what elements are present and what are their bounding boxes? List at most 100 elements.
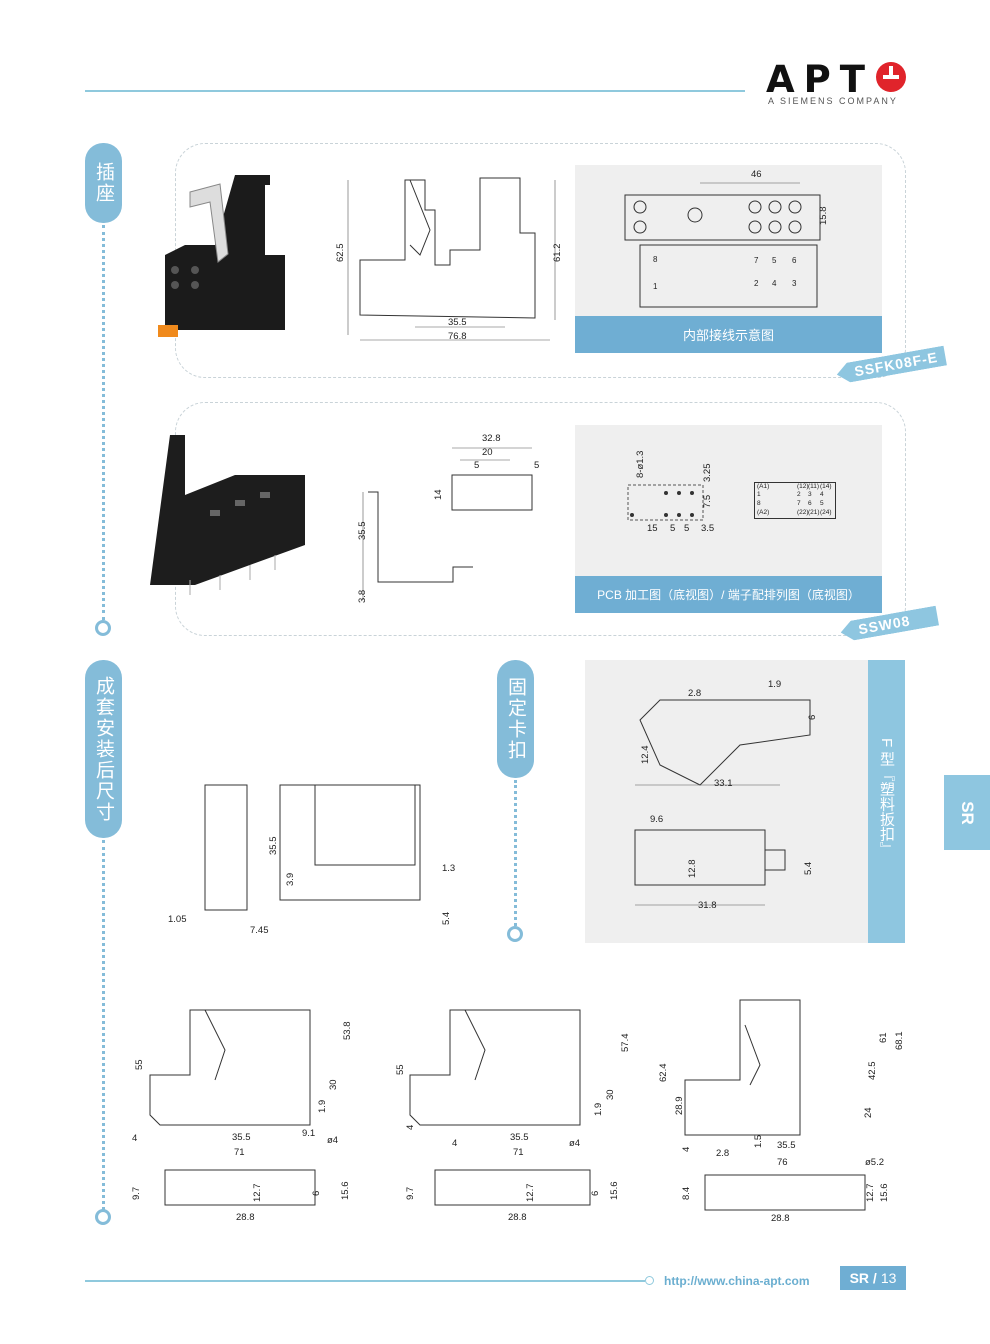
wiring-caption: 内部接线示意图 xyxy=(575,316,882,353)
dimension-label: 4 xyxy=(452,1138,458,1149)
dimension-label: 1.3 xyxy=(442,863,456,874)
dimension-label: 12.7 xyxy=(252,1183,263,1203)
logo-tagline: A SIEMENS COMPANY xyxy=(768,96,898,106)
wiring-terminal-number: 6 xyxy=(792,256,797,265)
dimension-label: 31.8 xyxy=(698,900,717,911)
dimension-label: 5 xyxy=(534,460,540,471)
dimension-label: 28.9 xyxy=(674,1096,685,1116)
pcb-terminal-label: 8 xyxy=(757,500,761,507)
dimension-label: 62.5 xyxy=(335,243,346,263)
dimension-label: 68.1 xyxy=(894,1031,905,1051)
dimension-label: 57.4 xyxy=(620,1033,631,1053)
dimension-label: 33.1 xyxy=(714,778,733,789)
dimension-label: 35.5 xyxy=(510,1132,529,1143)
side-tab-sr[interactable]: SR xyxy=(944,775,990,850)
pcb-terminal-label: 2 xyxy=(797,491,801,498)
pcb-terminal-label: 5 xyxy=(820,500,824,507)
assembly-drawing xyxy=(204,784,421,911)
socket-side-drawing xyxy=(347,177,556,341)
clip-panel xyxy=(585,660,868,943)
dimension-label: 5 xyxy=(474,460,480,471)
dimension-label: 9.1 xyxy=(302,1128,316,1139)
logo-mark-icon xyxy=(876,62,906,92)
ssw08-drawing xyxy=(362,447,533,600)
socket-photo-ssfk08f-e xyxy=(158,175,285,337)
pcb-terminal-label: 4 xyxy=(820,491,824,498)
dimension-label: 35.5 xyxy=(777,1140,796,1151)
dimension-label: 71 xyxy=(513,1147,524,1158)
dimension-label: 62.4 xyxy=(658,1063,669,1083)
dimension-label: 61 xyxy=(878,1032,889,1043)
pcb-terminal-label: 3 xyxy=(808,491,812,498)
pcb-terminal-label: (11) xyxy=(808,483,820,490)
pcb-terminal-label: (A2) xyxy=(757,509,770,516)
pcb-terminal-label: 6 xyxy=(808,500,812,507)
dimension-label: 5.4 xyxy=(441,911,452,925)
dimension-label: 76 xyxy=(777,1157,788,1168)
timeline-end-icon xyxy=(95,620,111,636)
dimension-label: 5.4 xyxy=(803,861,814,875)
pcb-terminal-label: (22) xyxy=(797,509,809,516)
footer-rule xyxy=(85,1280,645,1282)
dimension-label: 15.6 xyxy=(609,1181,620,1201)
dimension-label: 28.8 xyxy=(771,1213,790,1224)
dimension-label: 14 xyxy=(433,489,444,500)
header-rule xyxy=(85,90,745,92)
clip-drawing xyxy=(634,699,811,906)
pcb-terminal-label: (A1) xyxy=(757,483,770,490)
footer-section: SR / xyxy=(849,1270,877,1286)
dimension-label: 5 xyxy=(684,523,690,534)
dimension-label: 1.9 xyxy=(768,679,782,690)
dimension-label: 42.5 xyxy=(867,1061,878,1081)
footer-url[interactable]: http://www.china-apt.com xyxy=(664,1274,810,1288)
dimension-label: 15.8 xyxy=(818,206,829,226)
page-number: 13 xyxy=(880,1270,897,1286)
dimension-label: 9.7 xyxy=(131,1186,142,1200)
dimension-label: 3.9 xyxy=(285,872,296,886)
dimension-label: 24 xyxy=(863,1107,874,1118)
timeline-end-icon xyxy=(507,926,523,942)
dimension-label: ø5.2 xyxy=(865,1157,885,1168)
pcb-caption: PCB 加工图（底视图）/ 端子配排列图（底视图） xyxy=(575,576,882,613)
dimension-label: 15.6 xyxy=(340,1181,351,1201)
dimension-label: 55 xyxy=(134,1059,145,1070)
pcb-terminal-label: (24) xyxy=(820,509,832,516)
pcb-terminal-label: (12) xyxy=(797,483,809,490)
timeline-end-icon xyxy=(95,1209,111,1225)
dimension-label: 28.8 xyxy=(236,1212,255,1223)
side-tab-label: SR xyxy=(958,800,977,825)
dimension-label: 30 xyxy=(328,1079,339,1090)
dimension-label: 12.8 xyxy=(687,859,698,879)
dimension-label: 4 xyxy=(405,1124,416,1130)
pcb-drawing xyxy=(627,484,704,521)
dimension-label: 61.2 xyxy=(552,243,563,263)
wiring-terminal-number: 3 xyxy=(792,279,797,288)
dimension-label: 20 xyxy=(482,447,493,458)
dimension-label: 4 xyxy=(132,1133,138,1144)
dimension-label: 32.8 xyxy=(482,433,501,444)
section-label-assembly: 成套安装后尺寸 xyxy=(85,660,122,838)
pcb-terminal-label: (14) xyxy=(820,483,832,490)
timeline-dots xyxy=(514,780,517,926)
dimension-label: 7.5 xyxy=(702,494,713,508)
pcb-terminal-label: 7 xyxy=(797,500,801,507)
mounted-drawing-1 xyxy=(149,1009,316,1206)
wiring-terminal-number: 7 xyxy=(754,256,759,265)
wiring-terminal-number: 2 xyxy=(754,279,759,288)
terminal-layout xyxy=(754,482,836,519)
dimension-label: 35.5 xyxy=(232,1132,251,1143)
dimension-label: 30 xyxy=(605,1089,616,1100)
dimension-label: 55 xyxy=(395,1064,406,1075)
dimension-label: 6 xyxy=(311,1190,322,1196)
dimension-label: 6 xyxy=(590,1190,601,1196)
dimension-label: 1.9 xyxy=(317,1099,328,1113)
clip-caption: F 型『塑料扳扣』 xyxy=(868,660,905,943)
dimension-label: 35.5 xyxy=(268,836,279,856)
timeline-dots xyxy=(102,840,105,1210)
dimension-label: 3.8 xyxy=(357,589,368,603)
dimension-label: 35.5 xyxy=(448,317,467,328)
dimension-label: 15.6 xyxy=(879,1183,890,1203)
dimension-label: 8-ø1.3 xyxy=(635,450,646,478)
timeline-dots xyxy=(102,225,105,620)
wiring-terminal-number: 5 xyxy=(772,256,777,265)
